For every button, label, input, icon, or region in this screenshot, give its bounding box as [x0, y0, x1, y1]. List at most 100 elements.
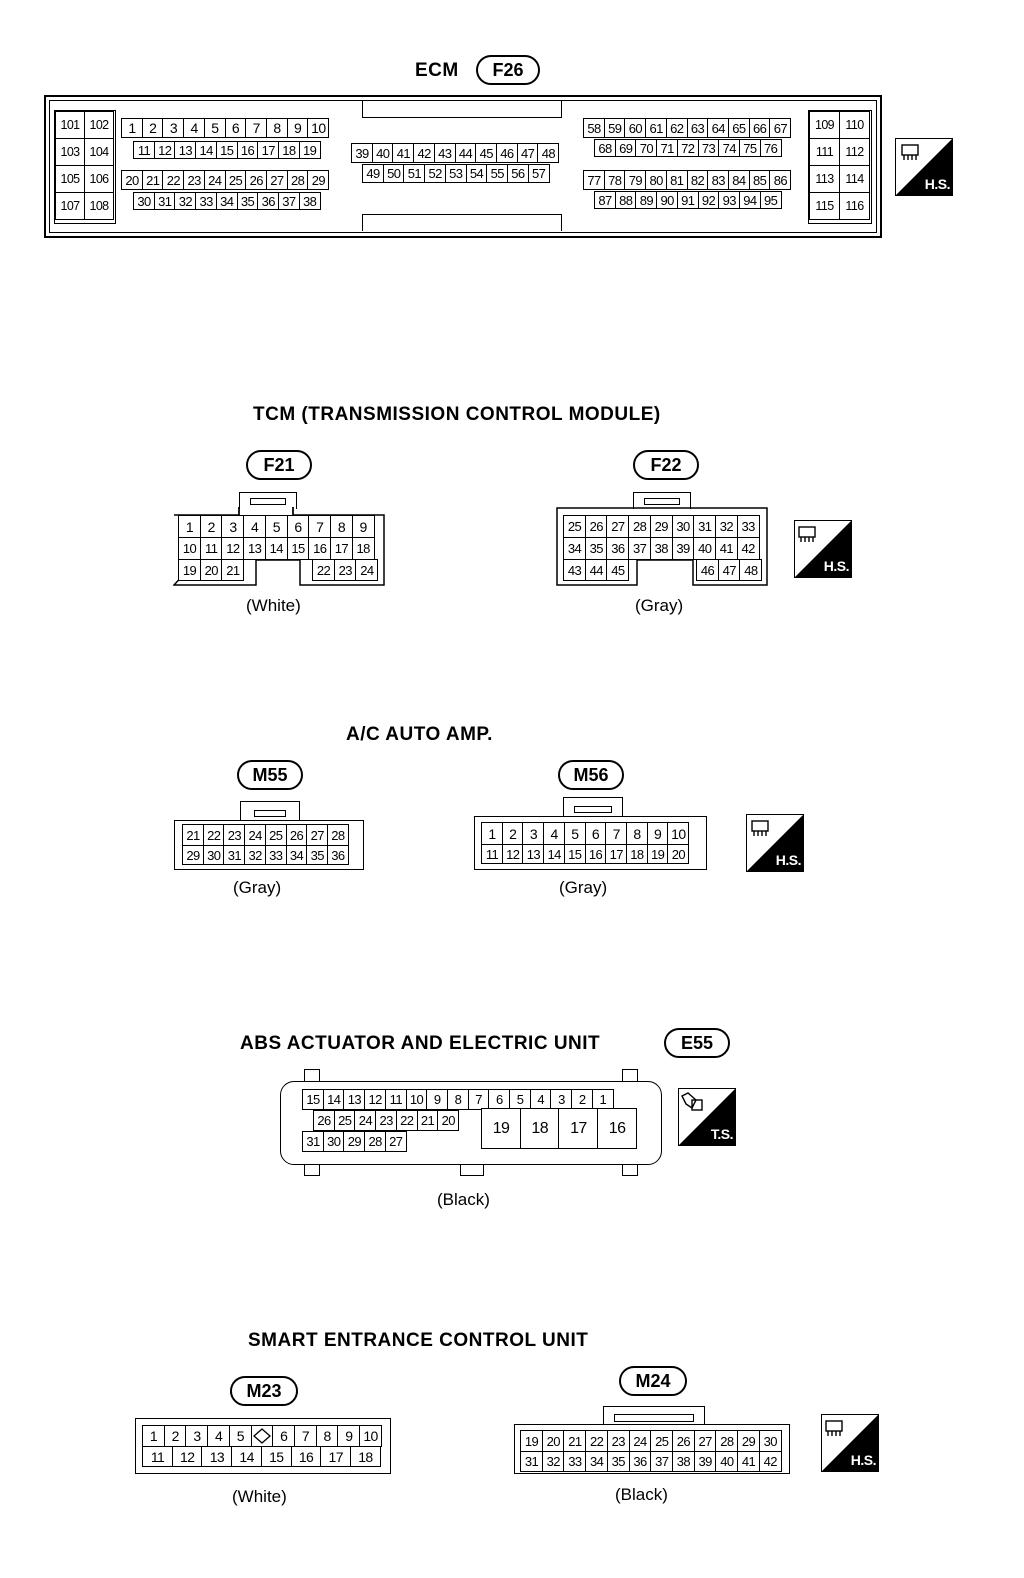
terminal-pin: 45 — [606, 559, 630, 581]
terminal-pin: 14 — [195, 141, 218, 159]
terminal-pin: 58 — [583, 118, 605, 138]
terminal-pin: 91 — [676, 191, 699, 209]
terminal-pin: 35 — [306, 845, 329, 865]
terminal-pin: 31 — [520, 1451, 543, 1472]
terminal-pin: 30 — [133, 192, 155, 210]
key-diamond-icon — [250, 1425, 274, 1447]
terminal-pin: 87 — [594, 191, 616, 209]
terminal-pin: 35 — [606, 1451, 630, 1472]
tcm-harness-side-icon: H.S. — [794, 520, 852, 578]
terminal-pin: 105 — [55, 165, 85, 193]
terminal-pin: 9 — [351, 515, 375, 538]
terminal-pin: 33 — [563, 1451, 587, 1472]
terminal-pin: 4 — [529, 1089, 552, 1110]
terminal-pin: 5 — [509, 1089, 532, 1110]
terminal-pin: 10 — [405, 1089, 428, 1110]
terminal-pin: 70 — [635, 139, 658, 157]
terminal-pin: 1 — [591, 1089, 614, 1110]
terminal-pin: 82 — [686, 170, 709, 190]
terminal-pin: 26 — [584, 515, 608, 538]
terminal-pin: 27 — [265, 170, 288, 190]
terminal-pin: 43 — [433, 143, 456, 163]
terminal-pin: 25 — [333, 1110, 356, 1131]
ecm-connector-id: F26 — [476, 55, 540, 85]
abs-latch-bottom-left — [304, 1165, 320, 1176]
terminal-pin: 15 — [260, 1446, 292, 1467]
terminal-pin: 11 — [199, 537, 223, 560]
terminal-pin: 8 — [315, 1425, 339, 1447]
terminal-pin: 48 — [537, 143, 560, 163]
terminal-pin: 26 — [313, 1110, 335, 1131]
terminal-pin: 54 — [465, 164, 488, 183]
terminal-pin: 13 — [522, 844, 545, 864]
m24-connector-id: M24 — [619, 1366, 687, 1396]
terminal-pin: 26 — [671, 1430, 695, 1452]
terminal-pin: 7 — [308, 515, 332, 538]
terminal-pin: 31 — [302, 1131, 324, 1152]
terminal-pin: 14 — [231, 1446, 263, 1467]
terminal-pin: 111 — [809, 138, 840, 166]
terminal-pin: 1 — [121, 118, 143, 138]
terminal-pin: 40 — [715, 1451, 739, 1472]
terminal-pin: 8 — [265, 118, 288, 138]
m55-connector-id: M55 — [237, 760, 303, 790]
terminal-pin: 30 — [671, 515, 695, 538]
terminal-pin: 102 — [84, 111, 114, 139]
terminal-pin: 4 — [207, 1425, 231, 1447]
terminal-pin: 47 — [717, 559, 741, 581]
terminal-pin: 60 — [624, 118, 647, 138]
terminal-pin: 42 — [758, 1451, 782, 1472]
terminal-pin: 27 — [306, 824, 329, 846]
terminal-pin: 23 — [223, 824, 246, 846]
terminal-pin: 79 — [624, 170, 647, 190]
abs-color: (Black) — [437, 1190, 490, 1209]
terminal-pin: 29 — [737, 1430, 761, 1452]
terminal-pin: 88 — [614, 191, 637, 209]
terminal-pin: 8 — [446, 1089, 469, 1110]
terminal-pin: 37 — [650, 1451, 674, 1472]
abs-latch-top-right — [622, 1069, 638, 1082]
terminal-pin: 16 — [308, 537, 332, 560]
terminal-pin: 21 — [563, 1430, 587, 1452]
terminal-pin: 66 — [748, 118, 771, 138]
terminal-pin: 55 — [486, 164, 509, 183]
terminal-pin: 8 — [329, 515, 353, 538]
terminal-pin: 6 — [224, 118, 247, 138]
terminal-pin: 68 — [594, 139, 616, 157]
terminal-pin: 39 — [693, 1451, 717, 1472]
terminal-pin: 104 — [84, 138, 114, 166]
terminal-pin: 16 — [290, 1446, 322, 1467]
terminal-pin: 2 — [571, 1089, 594, 1110]
f21-top-latch — [239, 492, 297, 509]
abs-latch-bottom-mid — [460, 1165, 484, 1176]
terminal-pin: 26 — [285, 824, 308, 846]
terminal-pin: 21 — [141, 170, 164, 190]
terminal-pin: 31 — [693, 515, 717, 538]
terminal-pin: 41 — [714, 537, 738, 560]
terminal-pin: 64 — [707, 118, 730, 138]
ac-harness-side-icon: H.S. — [746, 814, 804, 872]
terminal-pin: 21 — [416, 1110, 439, 1131]
terminal-pin: 12 — [171, 1446, 203, 1467]
terminal-pin: 26 — [245, 170, 268, 190]
terminal-pin: 8 — [625, 822, 648, 845]
terminal-pin: 20 — [541, 1430, 565, 1452]
terminal-pin: 9 — [646, 822, 669, 845]
terminal-pin: 9 — [426, 1089, 449, 1110]
terminal-pin: 7 — [467, 1089, 490, 1110]
terminal-pin: 3 — [185, 1425, 209, 1447]
terminal-pin: 30 — [322, 1131, 345, 1152]
terminal-pin: 15 — [302, 1089, 324, 1110]
abs-latch-top-left — [304, 1069, 320, 1082]
terminal-pin: 41 — [737, 1451, 761, 1472]
terminal-pin: 29 — [307, 170, 330, 190]
